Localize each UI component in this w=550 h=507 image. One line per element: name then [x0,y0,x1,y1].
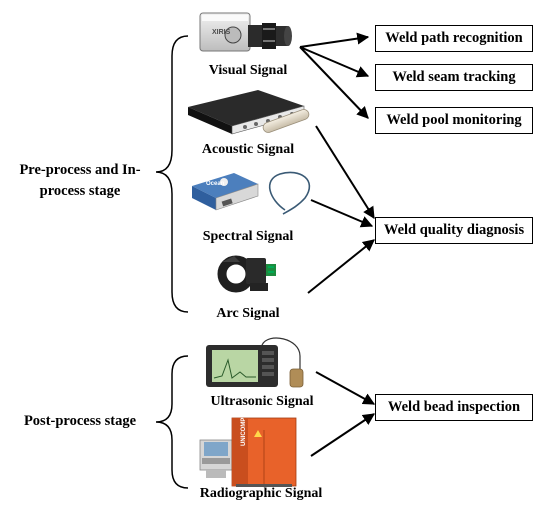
pre-process-stage-label: Pre-process and In- process stage [19,160,140,202]
arrow-visual-to-pool [299,46,369,119]
camera-image [199,12,292,52]
weld-path-recognition-box: Weld path recognition [375,25,533,52]
arrow-acoustic-to-quality [315,125,375,220]
post-process-stage-label: Post-process stage [23,413,137,429]
radiographic-machine-image [199,417,297,487]
pre-stage-brace [155,35,189,313]
post-stage-brace [155,355,189,489]
arrow-ultrasonic-to-bead [315,371,376,405]
radiographic-brand-text: UNICOMP [241,418,247,446]
weld-bead-inspection-box: Weld bead inspection [375,394,533,421]
acoustic-sensor-image [188,90,310,135]
spectrometer-image [192,171,311,215]
arrow-spectral-to-quality [310,199,374,228]
arrows [299,32,376,457]
arrow-radiographic-to-bead [310,413,375,457]
weld-quality-diagnosis-box: Weld quality diagnosis [375,217,533,244]
pre-process-stage-line-2: process stage [39,183,121,199]
arc-current-sensor-image [217,255,276,293]
visual-signal-label: Visual Signal [208,63,288,78]
ultrasonic-instrument-image [206,337,304,388]
arrow-visual-to-seam [299,46,370,78]
ultrasonic-signal-label: Ultrasonic Signal [210,394,314,409]
camera-brand-text: XIRIS [212,29,231,36]
spectral-signal-label: Spectral Signal [202,229,294,244]
pre-process-stage-line-1: Pre-process and In- [19,162,141,178]
acoustic-signal-label: Acoustic Signal [201,142,295,157]
arc-signal-label: Arc Signal [216,306,280,321]
spectrometer-brand-text: Ocean [206,181,225,187]
arrow-visual-to-path [299,32,370,48]
weld-pool-monitoring-box: Weld pool monitoring [375,107,533,134]
arrow-arc-to-quality [307,239,375,294]
weld-seam-tracking-box: Weld seam tracking [375,64,533,91]
radiographic-signal-label: Radiographic Signal [199,486,323,501]
